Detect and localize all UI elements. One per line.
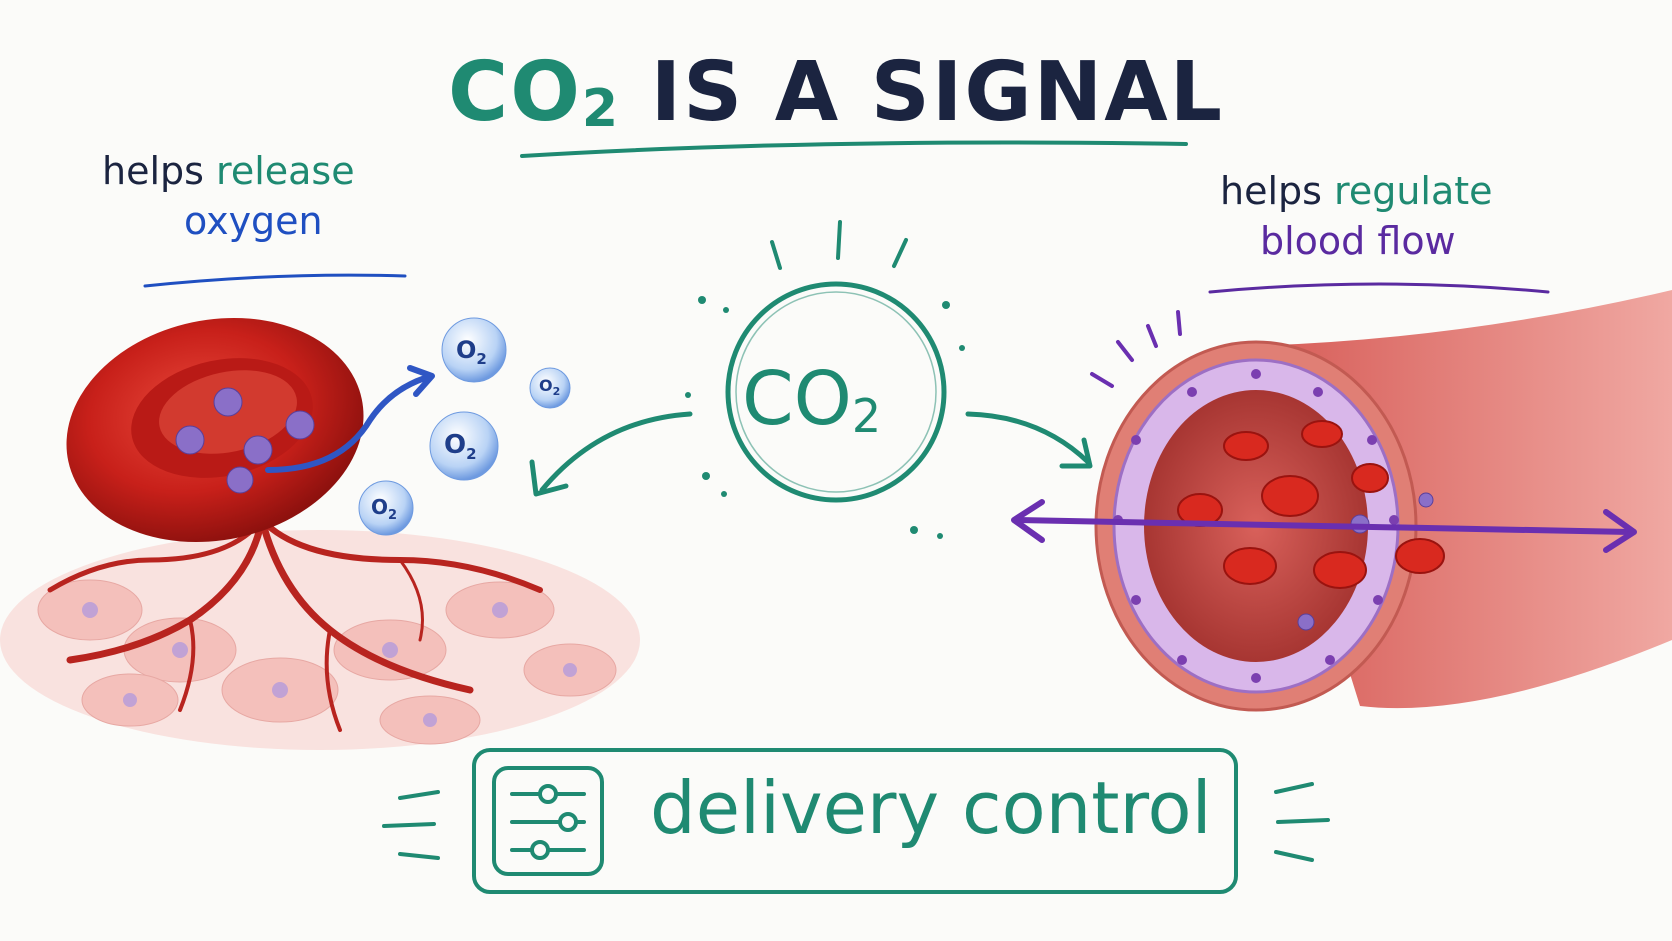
capillaries: [47, 516, 543, 732]
right-label-underline: [1208, 282, 1550, 294]
right-label-line2: blood flow: [1260, 219, 1456, 263]
o2-sub: 2: [476, 349, 487, 368]
arrow-to-left: [539, 411, 693, 493]
left-label-underline: [143, 273, 407, 288]
red-blood-cell: [66, 317, 364, 543]
o2-sub: 2: [552, 385, 561, 399]
o2-bubble-label: O2: [371, 497, 397, 522]
title-co2: CO: [448, 45, 582, 140]
blood-vessel: [1094, 290, 1672, 712]
o2-main: O: [539, 376, 553, 395]
sliders-icon: [492, 766, 604, 876]
center-co2-main: CO: [742, 356, 852, 442]
vessel-rays: [1090, 310, 1182, 388]
right-label: helps regulate blood flow: [1220, 172, 1493, 260]
o2-main: O: [371, 495, 389, 519]
o2-sub: 2: [388, 508, 398, 523]
left-label: helps release oxygen: [102, 152, 355, 240]
o2-bubble-label: O2: [456, 338, 487, 367]
oxygen-bubbles: [358, 317, 571, 536]
page-title: CO2 IS A SIGNAL: [0, 52, 1672, 136]
left-label-word1: helps: [102, 149, 217, 193]
o2-bubble-label: O2: [444, 432, 477, 462]
co2-circle: [725, 281, 947, 503]
left-label-word2: release: [216, 149, 355, 193]
co2-rays: [770, 220, 908, 270]
footer-rays: [382, 782, 1330, 862]
co2-dots: [685, 296, 965, 539]
release-arrow: [265, 375, 428, 473]
footer-label: delivery control: [650, 766, 1212, 850]
footer-box: [472, 748, 1238, 894]
arrow-to-right: [965, 411, 1091, 465]
o2-main: O: [456, 336, 477, 364]
dilation-arrow: [1011, 499, 1637, 553]
right-label-word2: regulate: [1334, 169, 1493, 213]
right-label-word1: helps: [1220, 169, 1335, 213]
center-co2-label: CO2: [742, 362, 881, 439]
center-co2-sub: 2: [851, 389, 882, 443]
left-label-line2: oxygen: [184, 199, 323, 243]
title-underline: [520, 140, 1188, 158]
tissue-cells: [0, 530, 640, 750]
title-rest: IS A SIGNAL: [620, 45, 1224, 140]
o2-main: O: [444, 430, 467, 460]
title-co2-sub: 2: [581, 79, 621, 139]
o2-sub: 2: [466, 445, 477, 464]
o2-bubble-label: O2: [539, 376, 561, 399]
